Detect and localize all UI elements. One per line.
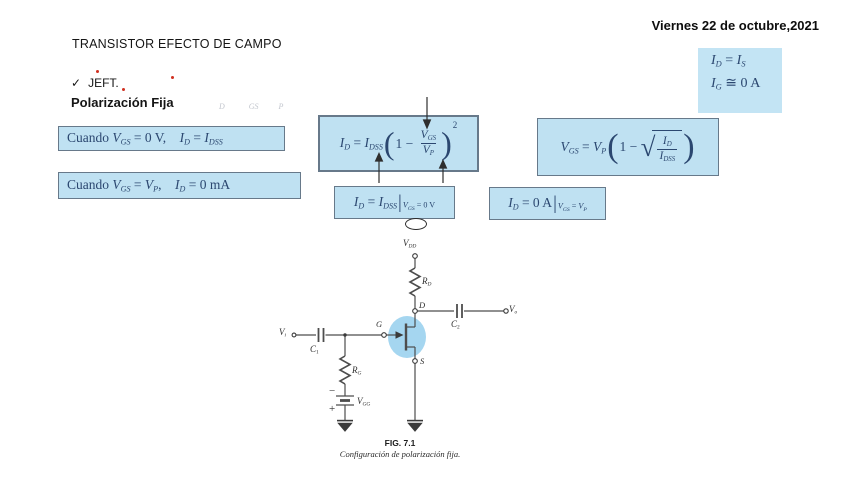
node-source: [412, 358, 418, 364]
label-vdd: VDD: [403, 238, 417, 250]
exponent: 2: [452, 120, 458, 130]
label-node-d: D: [419, 300, 426, 310]
oval-annotation: [405, 218, 427, 230]
formula-box-when-vgs-vp: Cuando VGS = VP, ID = 0 mA: [58, 172, 301, 199]
shockley-lhs: ID = IDSS: [339, 135, 383, 152]
label-vgg: VGG: [357, 396, 371, 408]
fraction-numerator: ID: [662, 135, 672, 149]
terminal-vo: [503, 308, 509, 314]
radicand-fraction: ID IDSS: [657, 135, 678, 164]
label-c1: C1: [310, 344, 319, 356]
jfet-highlight: [388, 316, 426, 358]
spellcheck-dot: [96, 70, 99, 73]
spellcheck-dot: [122, 88, 125, 91]
bullet-label: JEFT.: [88, 76, 119, 90]
label-battery-minus: −: [329, 385, 336, 397]
evaluation-bar: |: [553, 193, 557, 214]
shockley-fraction: VGS VP: [419, 129, 438, 157]
jfet-gate-arrow: [395, 331, 404, 339]
resistor-rd: [408, 267, 422, 297]
paren-right: ): [683, 127, 695, 165]
paren-left: (: [607, 127, 619, 165]
figure-caption: Configuración de polarización fija.: [339, 449, 461, 459]
formula-box-id-at-vgs-zero: ID = IDSS | VGS = 0 V: [334, 186, 455, 219]
section-subtitle: Polarización Fija: [71, 95, 174, 110]
label-rd: RD: [422, 276, 432, 288]
figure-number: FIG. 7.1: [384, 438, 416, 448]
label-vo: Vo: [509, 304, 518, 316]
ground-symbol: [407, 422, 423, 432]
junction-dot: [343, 333, 347, 337]
label-node-g: G: [376, 319, 383, 329]
resistor-rg: [338, 355, 352, 385]
date-text: Viernes 22 de octubre,2021: [651, 18, 819, 33]
terminal-vdd: [412, 253, 418, 259]
fraction-denominator: IDSS: [657, 149, 678, 164]
label-c2: C2: [451, 319, 460, 331]
label-vi: Vi: [279, 327, 286, 339]
cropped-formula-fragment: D GS P: [219, 102, 284, 111]
formula-box-when-vgs-zero: Cuando VGS = 0 V, ID = IDSS: [58, 126, 285, 151]
formula-box-gate-current: ID = IS IG ≅ 0 A: [698, 48, 782, 113]
checkmark-icon: ✓: [71, 76, 82, 90]
bullet-line: ✓ JEFT.: [71, 76, 119, 90]
vgs-eq-lhs: VGS = VP: [560, 138, 607, 156]
formula-when-vgs-zero: Cuando VGS = 0 V, ID = IDSS: [67, 130, 223, 147]
gate-current-line1: ID = IS: [711, 53, 746, 69]
evaluation-bar: |: [398, 192, 402, 213]
formula-box-id-zero-amp: ID = 0 A | VGS = VP: [489, 187, 606, 220]
fraction-denominator: VP: [420, 143, 437, 158]
gate-current-line2: IG ≅ 0 A: [711, 76, 761, 92]
label-rg: RG: [352, 365, 362, 377]
page-title: TRANSISTOR EFECTO DE CAMPO: [72, 37, 282, 51]
radical-glyph: √: [640, 131, 656, 162]
node-gate: [381, 332, 387, 338]
id-eval-zero-condition: VGS = 0 V: [402, 200, 436, 212]
circuit-diagram: [291, 253, 509, 432]
terminal-vi: [291, 332, 297, 338]
radicand: ID IDSS: [652, 130, 683, 164]
id-eval-pinch-lhs: ID = 0 A: [508, 195, 553, 212]
id-eval-zero-lhs: ID = IDSS: [353, 194, 398, 211]
formula-box-shockley: ID = IDSS ( 1 − VGS VP ) 2: [318, 115, 479, 172]
formula-box-vgs-equation: VGS = VP ( 1 − √ ID IDSS ): [537, 118, 719, 176]
label-node-s: S: [420, 356, 425, 366]
shockley-one-minus: 1 −: [395, 135, 417, 151]
spellcheck-dot: [171, 76, 174, 79]
paren-left: (: [383, 125, 395, 162]
square-root: √ ID IDSS: [641, 130, 683, 163]
node-drain: [412, 308, 418, 314]
id-eval-pinch-condition: VGS = VP: [557, 201, 587, 213]
ground-symbol: [337, 422, 353, 432]
label-battery-plus: +: [329, 403, 336, 415]
paren-right: ): [441, 125, 452, 162]
formula-when-vgs-vp: Cuando VGS = VP, ID = 0 mA: [67, 177, 231, 194]
fraction-numerator: VGS: [420, 129, 437, 143]
vgs-eq-one-minus: 1 −: [619, 139, 641, 154]
